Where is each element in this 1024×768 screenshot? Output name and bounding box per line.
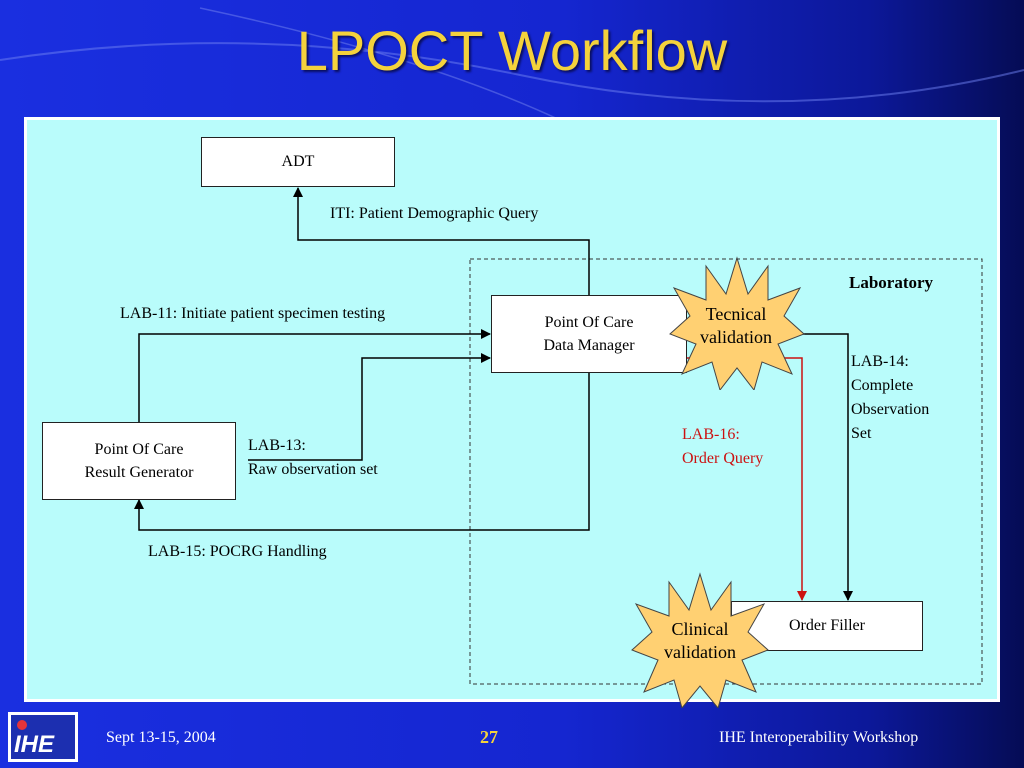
technical-validation-text: Tecnical validation — [676, 303, 796, 350]
poc-dm-line2: Data Manager — [543, 337, 635, 354]
laboratory-boundary — [469, 258, 983, 685]
slide-title: LPOCT Workflow — [296, 19, 728, 82]
lab14-line3: Observation — [851, 401, 930, 418]
clinical-line1: Clinical — [671, 619, 729, 639]
technical-line1: Tecnical — [705, 304, 767, 324]
lab16-line1: LAB-16: — [682, 426, 740, 443]
lab15-arrow — [134, 373, 590, 531]
iti-arrow — [293, 187, 590, 295]
lab14-line4: Set — [851, 425, 872, 442]
poc-result-generator-box: Point Of Care Result Generator — [42, 422, 236, 500]
lab11-label: LAB-11: Initiate patient specimen testin… — [120, 305, 386, 322]
clinical-validation-text: Clinical validation — [640, 618, 760, 665]
adt-label: ADT — [281, 153, 315, 171]
ihe-logo-text: IHE — [14, 731, 55, 758]
technical-validation-star — [669, 256, 805, 390]
lab15-label: LAB-15: POCRG Handling — [148, 543, 327, 560]
laboratory-label: Laboratory — [849, 273, 934, 292]
lab13-line2: Raw observation set — [248, 461, 378, 478]
lab14-line2: Complete — [851, 377, 914, 394]
adt-box: ADT — [201, 137, 395, 187]
order-filler-box: Order Filler — [731, 601, 923, 651]
technical-line2: validation — [700, 327, 772, 348]
pocrg-line2: Result Generator — [84, 464, 194, 481]
poc-data-manager-box: Point Of Care Data Manager — [491, 295, 687, 373]
lab13-arrow — [248, 353, 491, 461]
lab16-line2: Order Query — [682, 450, 764, 467]
clinical-validation-star — [631, 572, 769, 708]
order-filler-label: Order Filler — [789, 617, 865, 635]
poc-dm-line1: Point Of Care — [544, 313, 634, 331]
iti-label: ITI: Patient Demographic Query — [330, 205, 539, 222]
lab14-label: LAB-14: Complete Observation Set — [851, 350, 929, 446]
footer-event: IHE Interoperability Workshop — [719, 729, 919, 746]
lab14-line1: LAB-14: — [851, 353, 909, 370]
clinical-line2: validation — [664, 642, 736, 663]
pocrg-line1: Point Of Care — [94, 440, 184, 458]
lab16-label: LAB-16: Order Query — [682, 423, 763, 471]
ihe-logo: IHE — [8, 712, 78, 762]
lab13-label: LAB-13: Raw observation set — [248, 434, 378, 482]
lab13-line1: LAB-13: — [248, 437, 306, 454]
lab11-arrow — [138, 329, 491, 422]
page-number: 27 — [480, 727, 498, 747]
footer-date: Sept 13-15, 2004 — [106, 729, 216, 746]
lab16-arrow — [685, 357, 807, 601]
background-swoosh — [0, 7, 1024, 120]
